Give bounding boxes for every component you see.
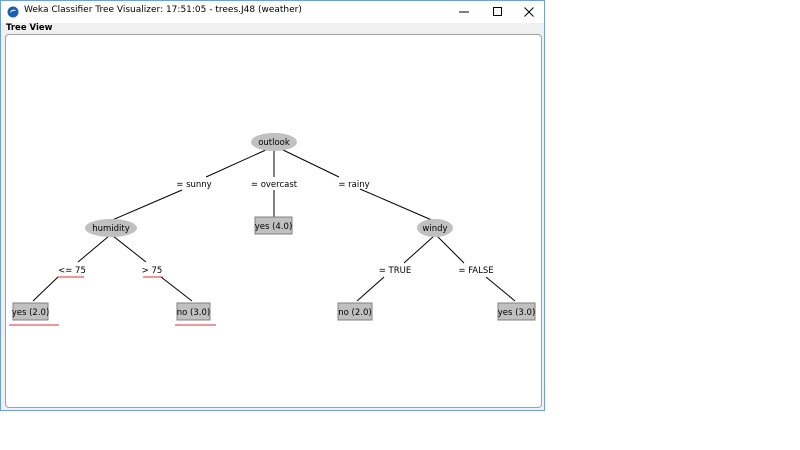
edge-outlook-rainy-lower [359,188,435,222]
leaf-label-sunny-le75: yes (2.0) [12,308,50,318]
node-outlook[interactable]: outlook [251,133,297,151]
minimize-button[interactable] [448,1,480,23]
leaf-sunny-le75[interactable]: yes (2.0) [9,302,59,326]
node-humidity[interactable]: humidity [85,219,137,237]
edge-humidity-le75-lower [32,276,59,302]
leaf-label-sunny-gt75: no (3.0) [177,308,210,318]
leaf-overcast[interactable]: yes (4.0) [254,216,293,235]
maximize-button[interactable] [482,1,514,23]
close-button[interactable] [513,1,545,23]
leaf-rainy-false[interactable]: yes (3.0) [497,302,536,321]
edge-outlook-sunny-lower [109,189,183,222]
leaf-label-rainy-false: yes (3.0) [498,308,536,318]
leaf-rainy-true[interactable]: no (2.0) [337,302,373,321]
maximize-icon [493,7,502,16]
edge-windy-false-upper [436,235,465,264]
classifier-tree-window: Weka Classifier Tree Visualizer: 17:51:0… [0,0,545,411]
close-icon [524,7,534,17]
edge-label-overcast: = overcast [251,180,298,190]
tree-edges [32,148,516,302]
node-label-outlook: outlook [258,138,290,148]
tree-canvas: = sunny = overcast = rainy <= 75 > 75 = … [9,133,536,326]
edge-label-gt75: > 75 [142,266,163,276]
edge-label-false: = FALSE [458,266,493,276]
tree-view-label: Tree View [6,23,53,33]
edge-label-true: = TRUE [379,266,412,276]
node-label-humidity: humidity [92,224,130,234]
leaf-label-rainy-true: no (2.0) [338,308,371,318]
edge-label-le75: <= 75 [58,266,86,276]
edge-outlook-rainy-upper [280,148,340,178]
minimize-icon [459,11,469,13]
edge-humidity-gt75-lower [160,276,193,302]
tree-view-panel[interactable]: = sunny = overcast = rainy <= 75 > 75 = … [5,34,542,408]
edge-humidity-gt75-upper [112,235,147,263]
edge-windy-false-lower [485,276,516,302]
weka-app-icon [7,6,19,18]
edge-label-rainy: = rainy [338,180,369,190]
edge-label-sunny: = sunny [176,180,211,190]
title-bar[interactable]: Weka Classifier Tree Visualizer: 17:51:0… [1,1,544,23]
edge-windy-true-upper [403,235,435,264]
edge-windy-true-lower [356,276,385,302]
leaf-sunny-gt75[interactable]: no (3.0) [175,302,216,326]
node-windy[interactable]: windy [417,219,453,237]
node-label-windy: windy [422,224,447,234]
edge-outlook-sunny-upper [205,148,269,178]
leaf-label-overcast: yes (4.0) [255,222,293,232]
window-title: Weka Classifier Tree Visualizer: 17:51:0… [24,5,302,15]
edge-humidity-le75-upper [77,235,110,263]
